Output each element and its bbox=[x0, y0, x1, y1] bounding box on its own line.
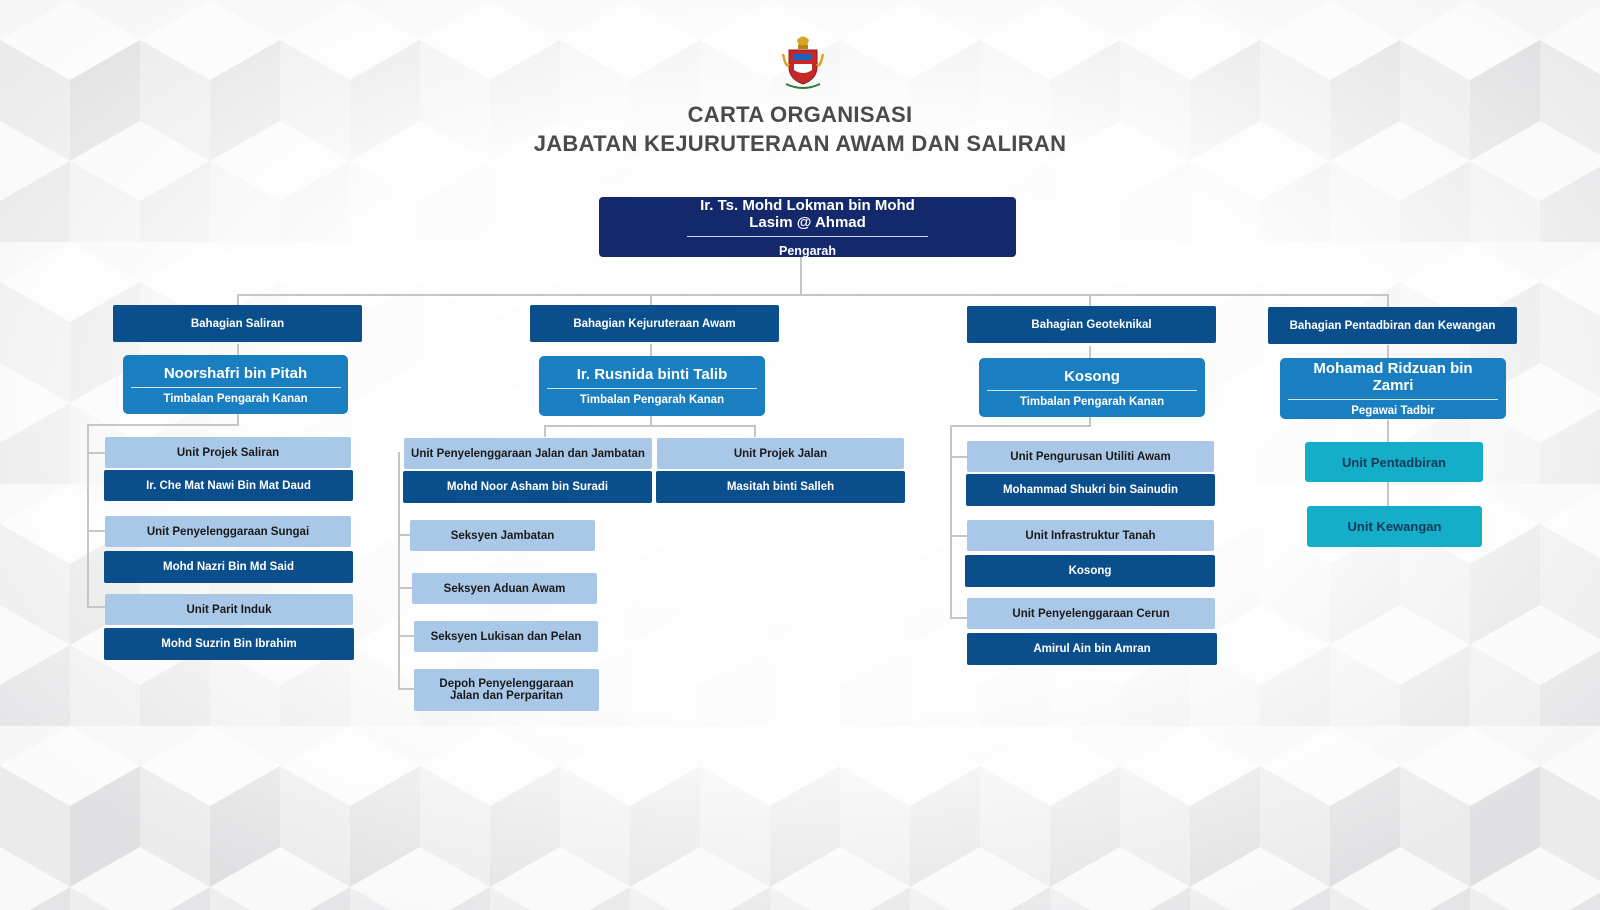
division-geoteknikal: Bahagian Geoteknikal bbox=[967, 306, 1216, 343]
seksyen-lukisan-dan-pelan: Seksyen Lukisan dan Pelan bbox=[414, 621, 598, 652]
division-kejuruteraan-awam: Bahagian Kejuruteraan Awam bbox=[530, 305, 779, 342]
saliran-head-box: Noorshafri bin Pitah Timbalan Pengarah K… bbox=[123, 355, 348, 414]
unit-projek-jalan-officer: Masitah binti Salleh bbox=[656, 471, 905, 503]
unit-kewangan: Unit Kewangan bbox=[1307, 506, 1482, 547]
depoh-penyelenggaraan: Depoh Penyelenggaraan Jalan dan Perparit… bbox=[414, 669, 599, 711]
unit-parit-induk-officer: Mohd Suzrin Bin Ibrahim bbox=[104, 628, 354, 660]
depoh-line2: Jalan dan Perparitan bbox=[449, 690, 564, 702]
unit-penyelenggaraan-sungai-officer: Mohd Nazri Bin Md Said bbox=[104, 551, 353, 583]
unit-penyelenggaraan-cerun: Unit Penyelenggaraan Cerun bbox=[967, 598, 1215, 629]
awam-head-name: Ir. Rusnida binti Talib bbox=[546, 366, 758, 389]
chart-title-line2: JABATAN KEJURUTERAAN AWAM DAN SALIRAN bbox=[533, 131, 1067, 156]
geoteknikal-head-role: Timbalan Pengarah Kanan bbox=[1019, 395, 1165, 408]
pentadbiran-head-box: Mohamad Ridzuan bin Zamri Pegawai Tadbir bbox=[1280, 358, 1506, 419]
unit-penyelenggaraan-cerun-officer: Amirul Ain bin Amran bbox=[967, 633, 1217, 665]
chart-title-line1: CARTA ORGANISASI bbox=[687, 102, 913, 127]
saliran-head-role: Timbalan Pengarah Kanan bbox=[163, 392, 308, 405]
unit-penyelenggaraan-jalan-jambatan: Unit Penyelenggaraan Jalan dan Jambatan bbox=[404, 438, 652, 469]
saliran-head-name: Noorshafri bin Pitah bbox=[130, 365, 341, 388]
awam-head-role: Timbalan Pengarah Kanan bbox=[579, 394, 725, 406]
director-name: Ir. Ts. Mohd Lokman bin Mohd Lasim @ Ahm… bbox=[686, 197, 929, 237]
unit-projek-saliran-officer: Ir. Che Mat Nawi Bin Mat Daud bbox=[104, 470, 353, 501]
unit-penyelenggaraan-jalan-jambatan-officer: Mohd Noor Asham bin Suradi bbox=[403, 471, 652, 503]
unit-projek-saliran: Unit Projek Saliran bbox=[105, 437, 351, 468]
unit-penyelenggaraan-sungai: Unit Penyelenggaraan Sungai bbox=[105, 516, 351, 547]
depoh-line1: Depoh Penyelenggaraan bbox=[439, 678, 574, 690]
seksyen-aduan-awam: Seksyen Aduan Awam bbox=[412, 573, 597, 604]
unit-pengurusan-utiliti-awam-officer: Mohammad Shukri bin Sainudin bbox=[966, 474, 1215, 506]
unit-pentadbiran: Unit Pentadbiran bbox=[1305, 442, 1483, 482]
seksyen-jambatan: Seksyen Jambatan bbox=[410, 520, 595, 551]
geoteknikal-head-box: Kosong Timbalan Pengarah Kanan bbox=[979, 358, 1205, 417]
pentadbiran-head-name: Mohamad Ridzuan bin Zamri bbox=[1287, 360, 1499, 400]
unit-pengurusan-utiliti-awam: Unit Pengurusan Utiliti Awam bbox=[967, 441, 1214, 472]
unit-infrastruktur-tanah-officer: Kosong bbox=[965, 555, 1215, 587]
unit-infrastruktur-tanah: Unit Infrastruktur Tanah bbox=[967, 520, 1214, 551]
director-role: Pengarah bbox=[779, 243, 836, 258]
unit-projek-jalan: Unit Projek Jalan bbox=[657, 438, 904, 469]
director-box: Ir. Ts. Mohd Lokman bin Mohd Lasim @ Ahm… bbox=[599, 197, 1016, 258]
geoteknikal-head-name: Kosong bbox=[986, 368, 1198, 391]
division-saliran: Bahagian Saliran bbox=[113, 305, 362, 342]
awam-head-box: Ir. Rusnida binti Talib Timbalan Pengara… bbox=[539, 356, 765, 416]
crest-logo-icon bbox=[781, 36, 825, 89]
pentadbiran-head-role: Pegawai Tadbir bbox=[1351, 405, 1435, 417]
unit-parit-induk: Unit Parit Induk bbox=[105, 594, 353, 625]
division-pentadbiran-kewangan: Bahagian Pentadbiran dan Kewangan bbox=[1268, 307, 1517, 344]
